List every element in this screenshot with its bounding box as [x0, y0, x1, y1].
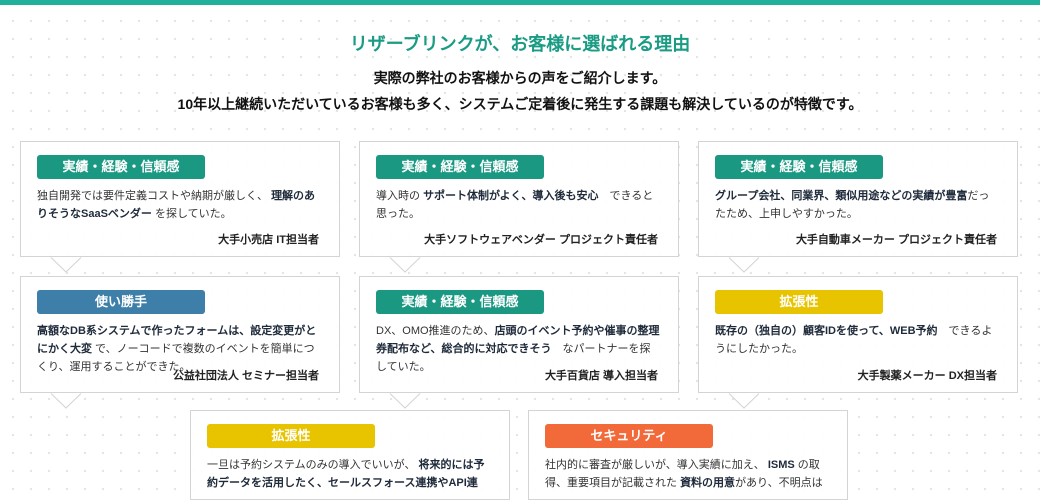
text-segment: があり、不明点は	[735, 477, 823, 489]
page-title: リザーブリンクが、お客様に選ばれる理由	[349, 34, 691, 54]
testimonial-card: 拡張性既存の（独自の）顧客IDを使って、WEB予約 できるようにしたかった。大手…	[698, 276, 1018, 409]
customer-attribution: 大手小売店 IT担当者	[218, 234, 319, 246]
testimonial-card: 実績・経験・信頼感導入時の サポート体制がよく、導入後も安心 できると思った。大…	[359, 141, 679, 273]
customer-attribution: 大手百貨店 導入担当者	[544, 370, 658, 382]
text-segment: を探していた。	[151, 208, 232, 220]
testimonial-card: 実績・経験・信頼感独自開発では要件定義コストや納期が厳しく、 理解のありそうなS…	[20, 141, 340, 273]
category-badge: 実績・経験・信頼感	[376, 290, 544, 314]
text-segment: なパートナーを探していた。	[376, 343, 651, 373]
category-badge: 拡張性	[207, 424, 375, 448]
intro-line-1: 実際の弊社のお客様からの声をご紹介します。	[373, 70, 667, 86]
category-badge: 実績・経験・信頼感	[376, 155, 544, 179]
testimonial-card: 使い勝手高額なDB系システムで作ったフォームは、設定変更がとにかく大変 で、ノー…	[20, 276, 340, 409]
customer-attribution: 公益社団法人 セミナー担当者	[172, 370, 319, 382]
testimonial-text: 独自開発では要件定義コストや納期が厳しく、 理解のありそうなSaaSベンダー を…	[37, 187, 321, 223]
highlight-text: 店頭のイベント予約や催事の整理券配布など、総合的に対応できそう	[376, 325, 660, 355]
text-segment: 独自開発では要件定義コストや納期が厳しく、	[37, 190, 272, 202]
testimonial-text: グループ会社、同業界、類似用途などの実績が豊富だったため、上申しやすかった。	[715, 187, 999, 223]
highlight-text: 既存の（独自の）顧客IDを使って、WEB予約	[715, 325, 938, 337]
highlight-text: グループ会社、同業界、類似用途などの実績が豊富	[715, 190, 968, 202]
testimonial-text: 一旦は予約システムのみの導入でいいが、 将来的には予約データを活用したく、セール…	[207, 456, 491, 492]
text-segment: できると思った。	[376, 190, 654, 220]
text-segment: DX、OMO推進のため、	[376, 325, 495, 337]
category-badge: 使い勝手	[37, 290, 205, 314]
text-segment: できるようにしたかった。	[715, 325, 993, 355]
text-segment: で、ノーコードで複数のイベントを簡単につくり、運用することができた。	[37, 343, 315, 373]
testimonial-card: 実績・経験・信頼感グループ会社、同業界、類似用途などの実績が豊富だったため、上申…	[698, 141, 1018, 273]
customer-attribution: 大手ソフトウェアベンダー プロジェクト責任者	[424, 234, 658, 246]
highlight-text: サポート体制がよく、導入後も安心	[423, 190, 599, 202]
text-segment: 導入時の	[376, 190, 424, 202]
testimonial-text: 導入時の サポート体制がよく、導入後も安心 できると思った。	[376, 187, 660, 223]
category-badge: 拡張性	[715, 290, 883, 314]
category-badge: セキュリティ	[545, 424, 713, 448]
testimonial-card: 実績・経験・信頼感 DX、OMO推進のため、店頭のイベント予約や催事の整理券配布な…	[359, 276, 679, 409]
highlight-text: 理解のありそうなSaaSベンダー	[37, 190, 316, 220]
intro-line-2: 10年以上継続いただいているお客様も多く、システムご定着後に発生する課題も解決し…	[177, 96, 863, 112]
text-segment: 一旦は予約システムのみの導入でいいが、	[207, 459, 419, 471]
testimonial-card: 拡張性一旦は予約システムのみの導入でいいが、 将来的には予約データを活用したく、…	[190, 410, 510, 500]
testimonial-text: 社内的に審査が厳しいが、導入実績に加え、 ISMS の取得、重要項目が記載された…	[545, 456, 829, 492]
customer-attribution: 大手製薬メーカー DX担当者	[857, 370, 997, 382]
category-badge: 実績・経験・信頼感	[37, 155, 205, 179]
customer-attribution: 大手自動車メーカー プロジェクト責任者	[795, 234, 997, 246]
testimonial-text: DX、OMO推進のため、店頭のイベント予約や催事の整理券配布など、総合的に対応で…	[376, 322, 660, 376]
top-accent-bar	[0, 0, 1040, 5]
category-badge: 実績・経験・信頼感	[715, 155, 883, 179]
testimonial-card: セキュリティ社内的に審査が厳しいが、導入実績に加え、 ISMS の取得、重要項目…	[528, 410, 848, 500]
text-segment: 社内的に審査が厳しいが、導入実績に加え、	[545, 459, 768, 471]
testimonial-text: 既存の（独自の）顧客IDを使って、WEB予約 できるようにしたかった。	[715, 322, 999, 358]
testimonial-text: 高額なDB系システムで作ったフォームは、設定変更がとにかく大変 で、ノーコードで…	[37, 322, 321, 376]
highlight-text: 資料の用意	[680, 477, 736, 489]
highlight-text: ISMS	[767, 459, 795, 471]
highlight-text: 高額なDB系システムで作ったフォームは、設定変更がとにかく大変	[37, 325, 317, 355]
text-segment: だったため、上申しやすかった。	[715, 190, 990, 220]
